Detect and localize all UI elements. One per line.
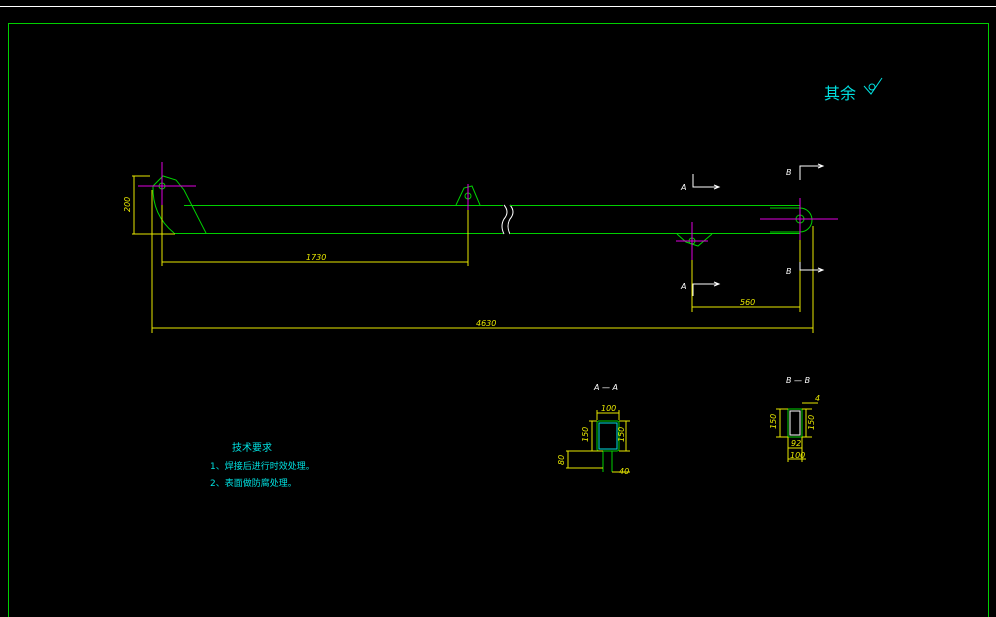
centerlines [138, 162, 838, 260]
section-b-dim-left: 150 [769, 414, 778, 429]
dim-height-left: 200 [123, 197, 132, 212]
section-mark-b-top: B [786, 168, 792, 177]
section-markers: A A B B [680, 163, 825, 296]
section-a-dim-side: 80 [557, 455, 566, 465]
roughness-label: 其余 [824, 84, 856, 103]
section-b-dim-bottom: 100 [790, 451, 805, 460]
roughness-symbol-icon [863, 77, 883, 95]
section-mark-a-top: A [680, 183, 686, 192]
notes-item-1: 1、焊接后进行时效处理。 [210, 460, 315, 472]
notes-title: 技术要求 [232, 441, 272, 454]
section-a-dim-right: 150 [617, 427, 626, 442]
dimensions: 200 1730 4630 560 [123, 175, 814, 333]
main-beam [152, 175, 813, 247]
section-b-dim-inner: 92 [791, 439, 801, 448]
section-mark-b-bottom: B [786, 267, 792, 276]
notes-item-2: 2、表面做防腐处理。 [210, 477, 297, 489]
section-a-dim-bottom: 40 [619, 467, 629, 476]
section-b-dim-right: 150 [807, 415, 816, 430]
technical-notes: 技术要求 1、焊接后进行时效处理。 2、表面做防腐处理。 [210, 441, 315, 489]
section-a-dim-left: 150 [581, 427, 590, 442]
dim-lug-spacing: 1730 [306, 253, 326, 262]
drawing-frame [8, 23, 989, 617]
section-b-title: B — B [786, 376, 810, 385]
section-a-dim-top: 100 [601, 404, 616, 413]
section-a-title: A — A [593, 383, 618, 392]
dim-overall-length: 4630 [476, 319, 496, 328]
section-a-view: A — A 100 150 150 80 40 [557, 383, 630, 476]
section-b-view: B — B 150 150 4 92 100 [769, 376, 820, 462]
dim-right-offset: 560 [740, 298, 755, 307]
section-mark-a-bottom: A [680, 282, 686, 291]
section-b-dim-top: 4 [815, 394, 820, 403]
roughness-note: 其余 [824, 77, 883, 103]
